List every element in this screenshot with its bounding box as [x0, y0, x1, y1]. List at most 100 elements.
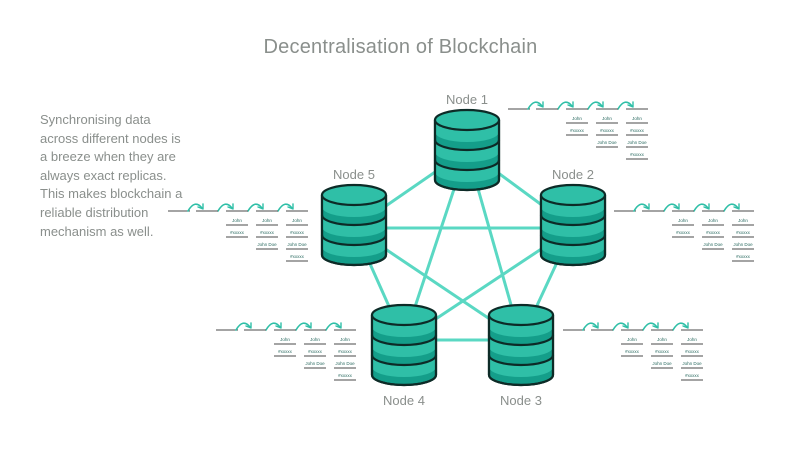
ledger-entry: John — [262, 218, 272, 223]
curved-arrow-icon — [612, 322, 628, 331]
ledger-entry: John Doe — [627, 140, 647, 145]
ledger-entry: #xxxxx — [685, 373, 700, 378]
ledger-entry: #xxxxx — [676, 230, 691, 235]
ledger-entry: John Doe — [597, 140, 617, 145]
arrow-head-icon — [537, 101, 544, 108]
curved-arrow-icon — [557, 101, 573, 110]
ledger-entry: #xxxxx — [290, 230, 305, 235]
arrow-head-icon — [197, 203, 204, 210]
ledger-entry: #xxxxx — [290, 254, 305, 259]
ledger-entry: #xxxxx — [736, 254, 751, 259]
curved-arrow-icon — [663, 203, 679, 212]
ledger-entry: #xxxxx — [308, 349, 323, 354]
ledger-entry: #xxxxx — [278, 349, 293, 354]
arrow-head-icon — [627, 101, 634, 108]
node-3-label: Node 3 — [500, 393, 542, 408]
curved-arrow-icon — [617, 101, 633, 110]
node-5-label: Node 5 — [333, 167, 375, 182]
ledger-entry: John Doe — [335, 361, 355, 366]
ledger-entry: #xxxxx — [600, 128, 615, 133]
arrow-head-icon — [597, 101, 604, 108]
ledger-entry: #xxxxx — [625, 349, 640, 354]
arrow-head-icon — [245, 322, 252, 329]
ledger-entry: John — [738, 218, 748, 223]
arrow-head-icon — [733, 203, 740, 210]
arrow-head-icon — [622, 322, 629, 329]
ledger-entry: John — [657, 337, 667, 342]
ledger-entry: John — [708, 218, 718, 223]
ledger-entry: John Doe — [652, 361, 672, 366]
curved-arrow-icon — [693, 203, 709, 212]
ledger-entry: John — [632, 116, 642, 121]
curved-arrow-icon — [633, 203, 649, 212]
ledger-entry: John Doe — [287, 242, 307, 247]
ledger-entry: #xxxxx — [655, 349, 670, 354]
arrow-head-icon — [227, 203, 234, 210]
ledger-entry: John Doe — [703, 242, 723, 247]
ledger-entry: #xxxxx — [260, 230, 275, 235]
diagram-description: Synchronising data across different node… — [40, 112, 183, 239]
curved-arrow-icon — [235, 322, 251, 331]
ledger-entry: John Doe — [257, 242, 277, 247]
ledger-entry: John — [292, 218, 302, 223]
ledger-entry: John — [232, 218, 242, 223]
node-4-database-icon — [370, 303, 438, 387]
node-4-label: Node 4 — [383, 393, 425, 408]
node-1-database-icon — [433, 108, 501, 192]
ledger-entry: John — [572, 116, 582, 121]
node-3-database-icon — [487, 303, 555, 387]
arrow-head-icon — [335, 322, 342, 329]
curved-arrow-icon — [247, 203, 263, 212]
ledger-entry: John — [627, 337, 637, 342]
curved-arrow-icon — [277, 203, 293, 212]
curved-arrow-icon — [723, 203, 739, 212]
arrow-head-icon — [567, 101, 574, 108]
ledger-entry: John Doe — [733, 242, 753, 247]
curved-arrow-icon — [187, 203, 203, 212]
ledger-entry: John — [340, 337, 350, 342]
node-1-label: Node 1 — [446, 92, 488, 107]
ledger-entry: John — [310, 337, 320, 342]
arrow-head-icon — [257, 203, 264, 210]
ledger-entry: #xxxxx — [630, 152, 645, 157]
curved-arrow-icon — [527, 101, 543, 110]
curved-arrow-icon — [587, 101, 603, 110]
arrow-head-icon — [275, 322, 282, 329]
arrow-head-icon — [592, 322, 599, 329]
arrow-head-icon — [652, 322, 659, 329]
ledger-entry: #xxxxx — [630, 128, 645, 133]
curved-arrow-icon — [217, 203, 233, 212]
arrow-head-icon — [673, 203, 680, 210]
ledger-entry: John Doe — [305, 361, 325, 366]
ledger-entry: John — [678, 218, 688, 223]
arrow-head-icon — [305, 322, 312, 329]
ledger-entry: #xxxxx — [570, 128, 585, 133]
arrow-head-icon — [643, 203, 650, 210]
curved-arrow-icon — [672, 322, 688, 331]
ledger-entry: John — [602, 116, 612, 121]
ledger-entry: #xxxxx — [230, 230, 245, 235]
arrow-head-icon — [287, 203, 294, 210]
ledger-entry: #xxxxx — [736, 230, 751, 235]
ledger-entry: John Doe — [682, 361, 702, 366]
ledger-entry: John — [280, 337, 290, 342]
node-2-label: Node 2 — [552, 167, 594, 182]
diagram-title: Decentralisation of Blockchain — [263, 36, 538, 58]
curved-arrow-icon — [642, 322, 658, 331]
curved-arrow-icon — [582, 322, 598, 331]
arrow-head-icon — [682, 322, 689, 329]
ledger-entry: #xxxxx — [338, 349, 353, 354]
ledger-entry: John — [687, 337, 697, 342]
arrow-head-icon — [703, 203, 710, 210]
node-2-database-icon — [539, 183, 607, 267]
ledger-entry: #xxxxx — [706, 230, 721, 235]
curved-arrow-icon — [325, 322, 341, 331]
ledger-entry: #xxxxx — [338, 373, 353, 378]
